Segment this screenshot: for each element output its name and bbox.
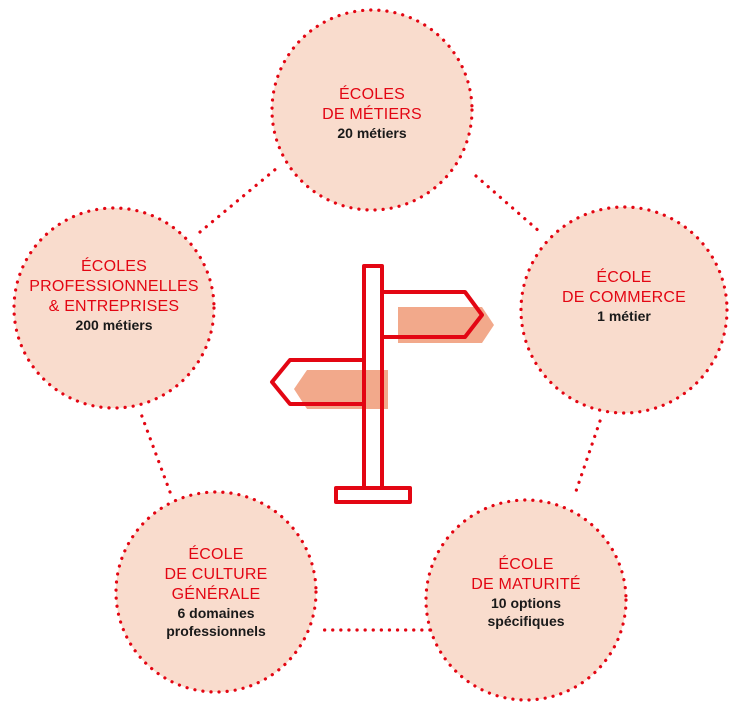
node-title-line: PROFESSIONNELLES <box>29 278 199 295</box>
connector-culture-professionnelles <box>138 409 172 494</box>
connector-professionnelles-metiers <box>198 166 279 234</box>
connector-metiers-commerce <box>474 174 542 234</box>
signpost-icon <box>270 264 494 504</box>
node-title-line: GÉNÉRALE <box>171 586 261 603</box>
node-subtitle-line: 20 métiers <box>337 125 407 141</box>
node-ecoles-professionnelles: ÉCOLES PROFESSIONNELLES & ENTREPRISES 20… <box>4 257 224 335</box>
circle-ecole-de-commerce <box>519 205 729 415</box>
node-title-line: DE MATURITÉ <box>471 576 581 593</box>
node-title-line: ÉCOLE <box>188 546 244 563</box>
circle-ecoles-professionnelles <box>12 206 216 410</box>
node-subtitle-line: spécifiques <box>487 612 565 629</box>
node-subtitle-line: 1 métier <box>597 308 651 324</box>
node-title-line: ÉCOLES <box>80 258 148 275</box>
node-title-line: DE COMMERCE <box>562 289 686 306</box>
circle-ecoles-de-metiers <box>270 8 474 212</box>
node-title-line: ÉCOLE <box>498 556 554 573</box>
circle-ecole-de-culture-generale <box>114 490 318 694</box>
node-title-line: & ENTREPRISES <box>48 298 180 315</box>
connector-commerce-maturite <box>572 419 602 499</box>
node-ecole-de-commerce: ÉCOLE DE COMMERCE 1 métier <box>524 268 724 326</box>
node-title-line: ÉCOLE <box>596 269 652 286</box>
circle-ecole-de-maturite <box>424 498 628 702</box>
node-subtitle-line: 6 domaines <box>177 605 255 621</box>
node-subtitle-line: 200 métiers <box>75 317 153 333</box>
node-ecole-de-maturite: ÉCOLE DE MATURITÉ 10 options spécifiques <box>426 555 626 630</box>
node-ecoles-de-metiers: ÉCOLES DE MÉTIERS 20 métiers <box>272 85 472 143</box>
node-subtitle-line: 10 options <box>490 595 561 611</box>
node-ecole-de-culture-generale: ÉCOLE DE CULTURE GÉNÉRALE 6 domaines pro… <box>116 545 316 640</box>
node-title-line: ÉCOLES <box>338 86 406 103</box>
node-title-line: DE CULTURE <box>164 566 268 583</box>
node-title-line: DE MÉTIERS <box>322 106 422 123</box>
node-subtitle-line: professionnels <box>166 622 266 639</box>
